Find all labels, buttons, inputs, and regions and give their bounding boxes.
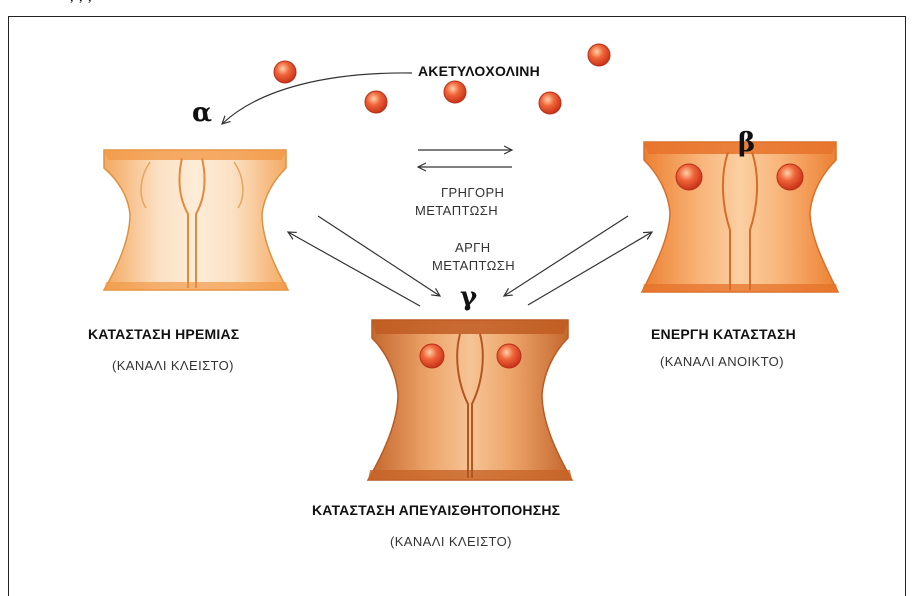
- slow-arrow-gamma-to-alpha: [288, 232, 420, 306]
- state-beta-subtitle: (ΚΑΝΑΛΙ ΑΝΟΙΚΤΟ): [660, 354, 784, 369]
- state-alpha-letter: α: [192, 98, 212, 128]
- state-beta-letter: β: [738, 128, 755, 158]
- receptor-alpha: [104, 150, 288, 290]
- state-gamma-title: ΚΑΤΑΣΤΑΣΗ ΑΠΕΥΑΙΣΘΗΤΟΠΟΗΣΗΣ: [312, 502, 560, 518]
- fast-transition-label-line2: ΜΕΤΑΠΤΩΣΗ: [415, 203, 498, 218]
- receptor-gamma: [368, 320, 572, 480]
- bound-acetylcholine: [497, 344, 521, 368]
- state-alpha-title: ΚΑΤΑΣΤΑΣΗ ΗΡΕΜΙΑΣ: [88, 326, 239, 342]
- state-alpha-subtitle: (ΚΑΝΑΛΙ ΚΛΕΙΣΤΟ): [112, 358, 234, 373]
- state-gamma-subtitle: (ΚΑΝΑΛΙ ΚΛΕΙΣΤΟ): [390, 534, 512, 549]
- bound-acetylcholine: [420, 344, 444, 368]
- acetylcholine-ball: [588, 44, 610, 66]
- acetylcholine-ball: [365, 91, 387, 113]
- state-beta-title: ΕΝΕΡΓΗ ΚΑΤΑΣΤΑΣΗ: [651, 326, 796, 342]
- slow-arrow-beta-to-gamma: [504, 216, 628, 296]
- slow-transition-label-line1: ΑΡΓΗ: [455, 240, 491, 255]
- state-gamma-letter: γ: [460, 282, 477, 312]
- acetylcholine-ball: [274, 61, 296, 83]
- bound-acetylcholine: [676, 164, 702, 190]
- acetylcholine-label: ΑΚΕΤΥΛΟΧΟΛΙΝΗ: [418, 63, 540, 79]
- fast-transition-label-line1: ΓΡΗΓΟΡΗ: [441, 185, 504, 200]
- slow-arrow-alpha-to-gamma: [318, 216, 440, 296]
- acetylcholine-ball: [539, 92, 561, 114]
- acetylcholine-ball: [444, 81, 466, 103]
- receptor-beta: [642, 142, 838, 292]
- bound-acetylcholine: [777, 164, 803, 190]
- slow-transition-label-line2: ΜΕΤΑΠΤΩΣΗ: [432, 258, 515, 273]
